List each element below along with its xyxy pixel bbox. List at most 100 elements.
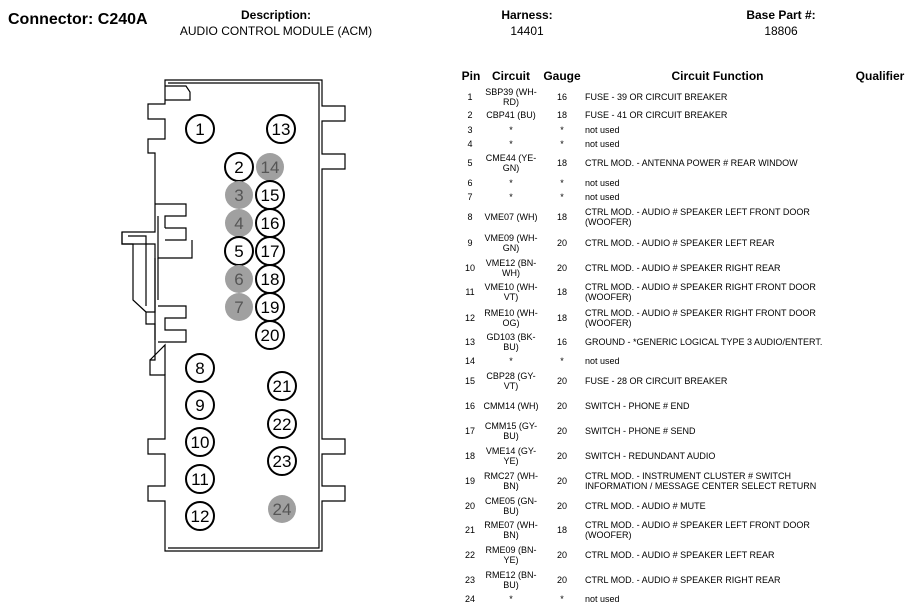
gauge-cell: * — [560, 124, 564, 135]
circuit-function-cell: CTRL MOD. - INSTRUMENT CLUSTER # SWITCH … — [585, 471, 817, 491]
column-header-circuit-function: Circuit Function — [671, 69, 764, 83]
pin-number-label: 10 — [191, 433, 210, 452]
gauge-cell: * — [560, 177, 564, 188]
pin-cell: 18 — [464, 451, 475, 461]
circuit-function-cell: FUSE - 41 OR CIRCUIT BREAKER — [585, 110, 728, 120]
pin-circle — [266, 114, 296, 144]
pin-cell: 3 — [467, 124, 473, 135]
gauge-cell: 16 — [556, 337, 567, 347]
column-header-circuit: Circuit — [491, 69, 530, 83]
pin-circle — [267, 446, 297, 476]
gauge-cell: 18 — [556, 158, 567, 168]
pin-number-label: 6 — [234, 270, 243, 289]
pin-number-label: 15 — [261, 186, 280, 205]
table-row: 24**not used — [0, 592, 913, 606]
table-row: 14 * * not used — [0, 354, 913, 367]
pin-circle — [185, 114, 215, 144]
circuit-cell: VME09 (WH-GN) — [484, 233, 538, 253]
pin-cell: 14 — [464, 355, 475, 366]
pin-circle — [255, 320, 285, 350]
circuit-cell: * — [509, 594, 513, 604]
gauge-cell: * — [560, 355, 564, 366]
pin-circle — [185, 464, 215, 494]
connector-pin-18: 18 — [255, 264, 285, 294]
gauge-cell: * — [560, 191, 564, 202]
pin-cell: 1 — [467, 92, 473, 102]
circuit-cell: VME10 (WH-VT) — [484, 282, 538, 302]
connector-pin-1: 1 — [185, 114, 215, 144]
pin-circle — [225, 293, 253, 321]
circuit-function-cell: SWITCH - REDUNDANT AUDIO — [585, 451, 716, 461]
pin-circle — [225, 265, 253, 293]
gauge-cell: 20 — [556, 401, 567, 411]
gauge-cell: 18 — [556, 287, 567, 297]
pin-number-label: 21 — [273, 377, 292, 396]
circuit-cell: CME05 (GN-BU) — [484, 496, 537, 516]
harness-value: 14401 — [510, 24, 544, 38]
pin-cell: 12 — [464, 313, 475, 323]
pin-circle — [267, 409, 297, 439]
pin-cell: 9 — [467, 238, 473, 248]
pin-cell: 20 — [464, 501, 475, 511]
pin-cell: 24 — [464, 594, 475, 604]
pin-number-label: 18 — [261, 270, 280, 289]
circuit-cell: * — [509, 355, 513, 366]
pin-number-label: 4 — [234, 214, 243, 233]
pin-cell: 10 — [464, 263, 475, 273]
connector-pin-24: 24 — [268, 495, 296, 523]
circuit-cell: RME07 (WH-BN) — [484, 520, 538, 540]
circuit-cell: RME10 (WH-OG) — [484, 308, 538, 328]
pin-circle — [256, 153, 284, 181]
circuit-function-cell: not used — [585, 355, 620, 366]
circuit-function-cell: not used — [585, 594, 620, 604]
pin-cell: 2 — [467, 110, 473, 120]
gauge-cell: 18 — [556, 525, 567, 535]
circuit-function-cell: CTRL MOD. - AUDIO # SPEAKER RIGHT FRONT … — [585, 308, 816, 328]
circuit-function-cell: CTRL MOD. - AUDIO # SPEAKER LEFT FRONT D… — [585, 520, 810, 540]
pin-cell: 5 — [467, 158, 473, 168]
circuit-cell: RMC27 (WH-BN) — [484, 471, 538, 491]
connector-pin-13: 13 — [266, 114, 296, 144]
circuit-function-cell: FUSE - 28 OR CIRCUIT BREAKER — [585, 375, 728, 386]
connector-pin-11: 11 — [185, 464, 215, 494]
pin-number-label: 5 — [234, 242, 243, 261]
pin-circle — [185, 353, 215, 383]
gauge-cell: 20 — [556, 426, 567, 436]
table-row: 7**not used — [0, 190, 913, 203]
circuit-cell: VME14 (GY-YE) — [485, 446, 537, 466]
pin-cell: 23 — [464, 575, 475, 585]
connector-housing-outline — [121, 79, 346, 552]
pin-cell: 13 — [464, 337, 475, 347]
circuit-cell: * — [509, 191, 513, 202]
gauge-cell: * — [560, 138, 564, 149]
pin-number-label: 3 — [234, 186, 243, 205]
pin-circle — [185, 427, 215, 457]
circuit-function-cell: CTRL MOD. - AUDIO # SPEAKER RIGHT FRONT … — [585, 282, 816, 302]
description-label: Description: — [240, 8, 311, 22]
pin-number-label: 23 — [273, 452, 292, 471]
pin-number-label: 24 — [273, 500, 292, 519]
pin-cell: 22 — [464, 550, 475, 560]
connector-pin-8: 8 — [185, 353, 215, 383]
circuit-cell: CMM14 (WH) — [483, 401, 539, 411]
gauge-cell: 20 — [556, 476, 567, 486]
circuit-function-cell: not used — [585, 191, 620, 202]
connector-pin-10: 10 — [185, 427, 215, 457]
pin-cell: 6 — [467, 177, 473, 188]
circuit-cell: CBP41 (BU) — [486, 110, 536, 120]
circuit-function-cell: SWITCH - PHONE # SEND — [585, 426, 696, 436]
circuit-cell: SBP39 (WH-RD) — [485, 87, 537, 107]
circuit-function-cell: CTRL MOD. - AUDIO # SPEAKER RIGHT REAR — [585, 575, 781, 585]
column-header-qualifier: Qualifier — [855, 69, 905, 83]
circuit-cell: VME12 (BN-WH) — [485, 258, 537, 278]
